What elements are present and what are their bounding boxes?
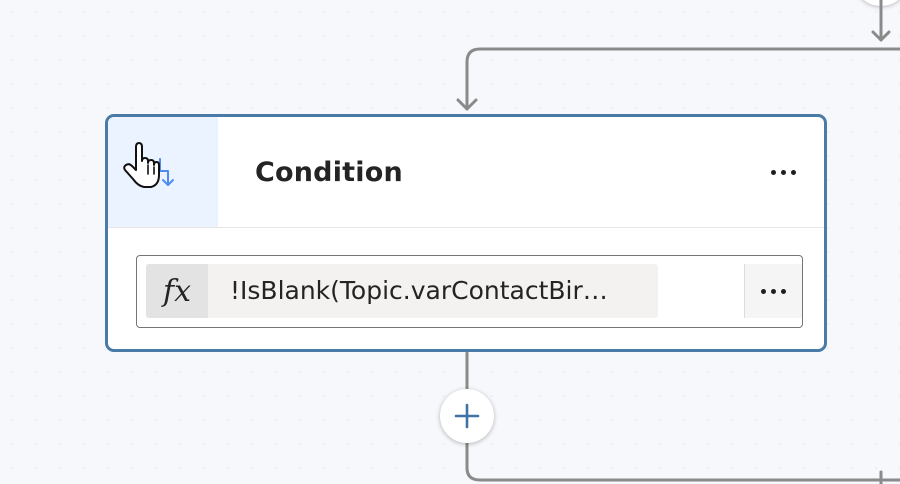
condition-expression-text[interactable]: !IsBlank(Topic.varContactBir…	[208, 264, 658, 318]
more-horizontal-icon	[761, 288, 786, 294]
outgoing-connector	[465, 351, 900, 484]
condition-node[interactable]: Condition fx !IsBlank(Topic.varContactBi…	[105, 114, 827, 352]
node-more-options-button[interactable]	[763, 155, 803, 189]
plus-icon	[454, 403, 480, 429]
condition-expression-field[interactable]: fx !IsBlank(Topic.varContactBir…	[136, 255, 803, 328]
expression-more-options-button[interactable]	[744, 264, 802, 318]
condition-icon-tile[interactable]	[108, 117, 218, 227]
condition-node-header[interactable]: Condition	[108, 117, 824, 228]
previous-node-connector-handle[interactable]	[858, 0, 900, 6]
more-horizontal-icon	[770, 169, 796, 175]
fx-icon: fx	[146, 264, 208, 318]
add-node-button[interactable]	[440, 389, 494, 443]
node-title: Condition	[255, 157, 403, 188]
incoming-connector	[456, 0, 900, 111]
hand-pointer-cursor-icon	[123, 142, 160, 188]
